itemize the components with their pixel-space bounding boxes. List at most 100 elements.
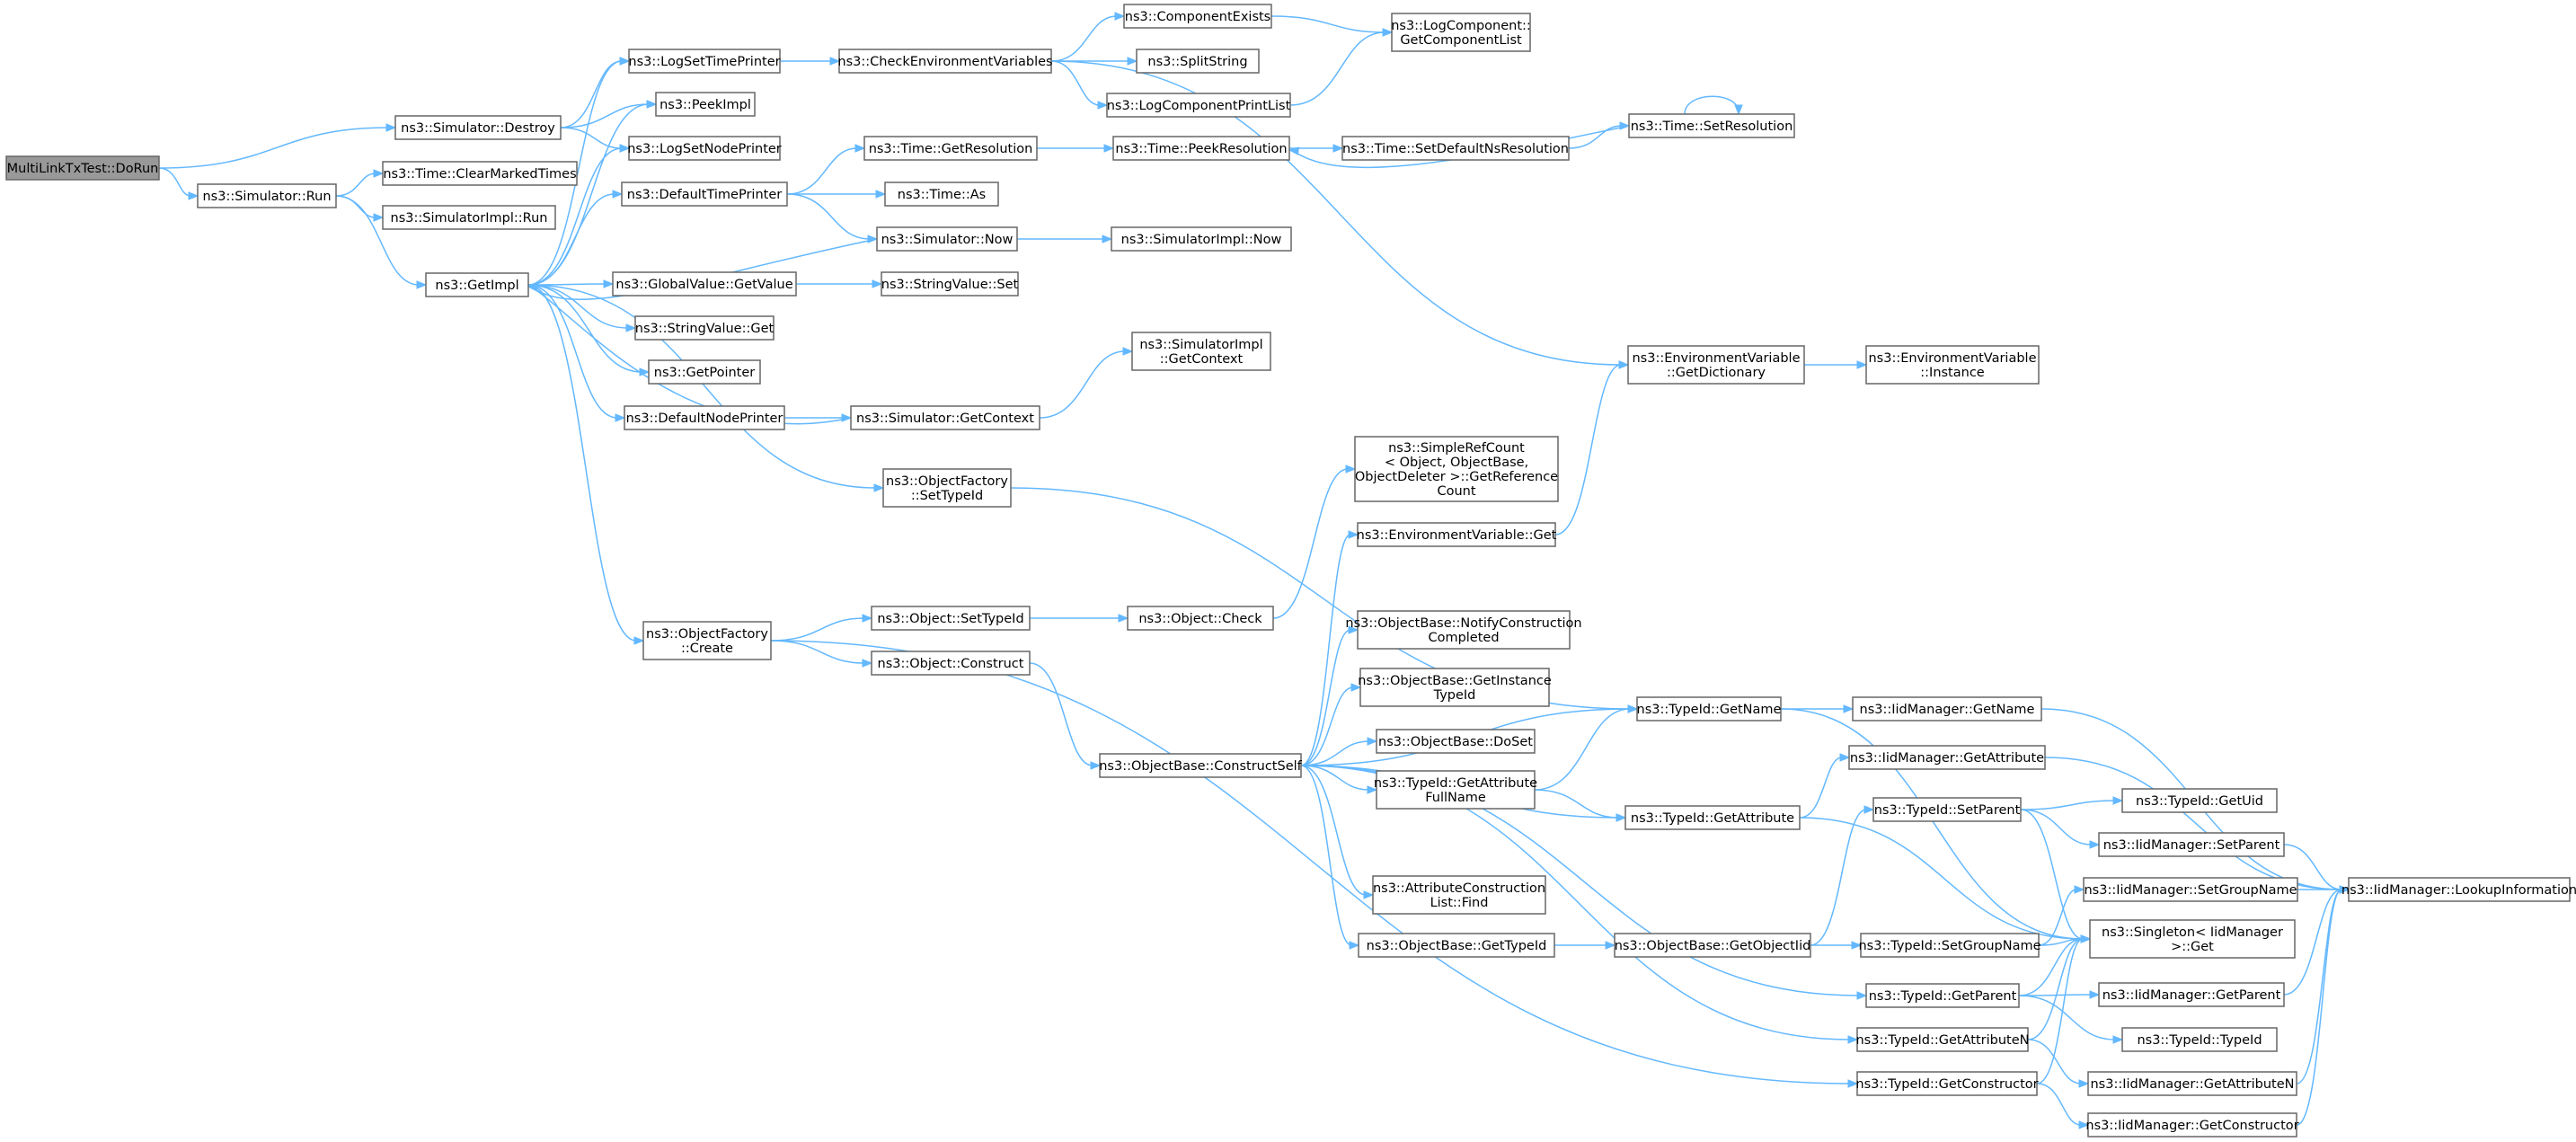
node-simplerefcount[interactable]: ns3::SimpleRefCount< Object, ObjectBase,… <box>1354 436 1559 502</box>
edge-arrowhead <box>1350 683 1362 692</box>
node-typeid_setparent[interactable]: ns3::TypeId::SetParent <box>1872 797 2022 822</box>
node-objectfactory_settypeid[interactable]: ns3::ObjectFactory::SetTypeId <box>882 468 1012 508</box>
node-logcomponentprintlist[interactable]: ns3::LogComponentPrintList <box>1106 93 1291 118</box>
edge-line <box>2020 809 2093 845</box>
node-typeid_typeid[interactable]: ns3::TypeId::TypeId <box>2121 1027 2278 1052</box>
node-objectbase_notify[interactable]: ns3::ObjectBase::NotifyConstructionCompl… <box>1345 610 1582 650</box>
node-typeid_getconstructor[interactable]: ns3::TypeId::GetConstructor <box>1855 1071 2039 1096</box>
node-simimpl_getcontext[interactable]: ns3::SimulatorImpl::GetContext <box>1131 332 1271 371</box>
edge-sim_run-to-clearmarkedtimes <box>335 169 385 197</box>
edge-arrowhead <box>2112 1035 2124 1044</box>
node-singleton_get[interactable]: ns3::Singleton< IidManager>::Get <box>2089 919 2296 959</box>
node-time_getresolution[interactable]: ns3::Time::GetResolution <box>863 136 1038 161</box>
edge-iid_getconstructor-to-iid_lookupinformation <box>2296 885 2350 1126</box>
node-label: ns3::IidManager::SetParent <box>2103 838 2280 853</box>
edge-time_setdefaultns-to-time_setresolution <box>1568 121 1631 149</box>
edge-arrowhead <box>1097 101 1109 110</box>
node-object_construct[interactable]: ns3::Object::Construct <box>871 651 1031 676</box>
edge-arrowhead <box>527 283 538 292</box>
node-label: ns3::LogComponent:: <box>1391 19 1531 33</box>
edge-objectbase_constructself-to-envvar_get <box>1300 530 1359 766</box>
node-globalvalue_getvalue[interactable]: ns3::GlobalValue::GetValue <box>612 271 797 297</box>
node-stringvalue_get[interactable]: ns3::StringValue::Get <box>634 315 775 341</box>
node-object_check[interactable]: ns3::Object::Check <box>1127 606 1274 631</box>
node-iid_getattributen[interactable]: ns3::IidManager::GetAttributeN <box>2087 1071 2297 1096</box>
node-envvar_getdictionary[interactable]: ns3::EnvironmentVariable::GetDictionary <box>1627 345 1805 385</box>
node-box <box>1627 345 1805 385</box>
node-typeid_getuid[interactable]: ns3::TypeId::GetUid <box>2121 788 2278 813</box>
node-box <box>1376 770 1536 810</box>
node-sim_destroy[interactable]: ns3::Simulator::Destroy <box>394 115 562 140</box>
node-iid_getconstructor[interactable]: ns3::IidManager::GetConstructor <box>2085 1112 2299 1138</box>
node-objectfactory_create[interactable]: ns3::ObjectFactory::Create <box>642 621 772 660</box>
node-label: < Object, ObjectBase, <box>1385 456 1528 470</box>
node-clearmarkedtimes[interactable]: ns3::Time::ClearMarkedTimes <box>382 161 578 186</box>
node-getpointer[interactable]: ns3::GetPointer <box>648 359 761 385</box>
node-time_as[interactable]: ns3::Time::As <box>884 181 999 207</box>
node-typeid_getattribute[interactable]: ns3::TypeId::GetAttribute <box>1624 805 1801 830</box>
node-peekimpl[interactable]: ns3::PeekImpl <box>655 92 756 117</box>
node-getimpl[interactable]: ns3::GetImpl <box>425 272 529 297</box>
node-defaultnodeprinter[interactable]: ns3::DefaultNodePrinter <box>624 405 785 430</box>
node-logcomponent_getlist[interactable]: ns3::LogComponent::GetComponentList <box>1391 13 1531 52</box>
node-objectbase_getobjectiid[interactable]: ns3::ObjectBase::GetObjectIid <box>1614 933 1811 958</box>
node-iid_getparent[interactable]: ns3::IidManager::GetParent <box>2098 982 2285 1007</box>
node-time_setresolution[interactable]: ns3::Time::SetResolution <box>1628 113 1795 138</box>
node-typeid_getname[interactable]: ns3::TypeId::GetName <box>1636 696 1782 721</box>
node-label: ObjectDeleter >::GetReference <box>1355 470 1558 484</box>
node-typeid_setgroupname[interactable]: ns3::TypeId::SetGroupName <box>1858 933 2041 958</box>
node-box <box>1872 797 2022 822</box>
node-defaulttimeprinter[interactable]: ns3::DefaultTimePrinter <box>621 181 788 207</box>
node-box <box>1123 4 1272 29</box>
edge-line <box>770 617 865 642</box>
edge-objectfactory_create-to-object_settypeid <box>770 614 873 642</box>
node-object_settypeid[interactable]: ns3::Object::SetTypeId <box>871 606 1031 631</box>
node-checkenvvars[interactable]: ns3::CheckEnvironmentVariables <box>837 49 1053 74</box>
node-sim_now[interactable]: ns3::Simulator::Now <box>876 226 1018 252</box>
node-sim_run[interactable]: ns3::Simulator::Run <box>197 183 337 208</box>
node-iid_lookupinformation[interactable]: ns3::IidManager::LookupInformation <box>2341 877 2576 902</box>
node-box <box>1624 805 1801 830</box>
edge-getimpl-to-objectfactory_create <box>527 284 645 645</box>
edge-arrowhead <box>646 100 658 109</box>
edge-getimpl-to-stringvalue_get <box>527 284 637 332</box>
node-typeid_getattributen[interactable]: ns3::TypeId::GetAttributeN <box>1855 1027 2030 1052</box>
node-iid_getattribute[interactable]: ns3::IidManager::GetAttribute <box>1848 745 2046 770</box>
edge-line <box>1300 765 1352 946</box>
edge-arrowhead <box>1851 941 1863 950</box>
node-simimpl_now[interactable]: ns3::SimulatorImpl::Now <box>1111 226 1292 252</box>
node-objectbase_gettypeid[interactable]: ns3::ObjectBase::GetTypeId <box>1358 933 1555 958</box>
node-envvar_instance[interactable]: ns3::EnvironmentVariable::Instance <box>1865 345 2040 385</box>
node-iid_setgroupname[interactable]: ns3::IidManager::SetGroupName <box>2083 877 2298 902</box>
node-envvar_get[interactable]: ns3::EnvironmentVariable::Get <box>1357 522 1557 547</box>
node-time_setdefaultns[interactable]: ns3::Time::SetDefaultNsResolution <box>1341 136 1570 161</box>
node-label: ns3::SimulatorImpl <box>1139 338 1262 352</box>
edge-line <box>2036 1083 2082 1126</box>
node-time_peekresolution[interactable]: ns3::Time::PeekResolution <box>1112 136 1290 161</box>
node-box <box>1341 136 1570 161</box>
node-iid_getname[interactable]: ns3::IidManager::GetName <box>1852 696 2042 721</box>
node-box <box>1106 93 1291 118</box>
node-typeid_getparent[interactable]: ns3::TypeId::GetParent <box>1865 983 2020 1008</box>
node-iid_setparent[interactable]: ns3::IidManager::SetParent <box>2098 832 2285 857</box>
node-logsettimeprinter[interactable]: ns3::LogSetTimePrinter <box>628 49 781 74</box>
node-stringvalue_set[interactable]: ns3::StringValue::Set <box>881 271 1019 297</box>
node-logsetnodeprinter[interactable]: ns3::LogSetNodePrinter <box>627 136 782 161</box>
call-graph-edges <box>158 12 2350 1129</box>
node-componentexists[interactable]: ns3::ComponentExists <box>1123 4 1272 29</box>
edge-arrowhead <box>2089 840 2101 849</box>
node-box <box>1852 696 2042 721</box>
node-simimpl_run[interactable]: ns3::SimulatorImpl::Run <box>382 205 556 230</box>
node-label: ns3::EnvironmentVariable <box>1632 351 1800 366</box>
edge-line <box>1050 15 1118 62</box>
edge-time_setresolution-to-time_setresolution <box>1684 95 1743 116</box>
node-objectbase_doset[interactable]: ns3::ObjectBase::DoSet <box>1376 729 1536 754</box>
node-dorun[interactable]: MultiLinkTxTest::DoRun <box>5 155 160 181</box>
node-splitstring[interactable]: ns3::SplitString <box>1136 49 1260 74</box>
node-objectbase_constructself[interactable]: ns3::ObjectBase::ConstructSelf <box>1099 753 1303 778</box>
edge-line <box>158 167 191 197</box>
node-sim_getcontext[interactable]: ns3::Simulator::GetContext <box>850 405 1040 430</box>
